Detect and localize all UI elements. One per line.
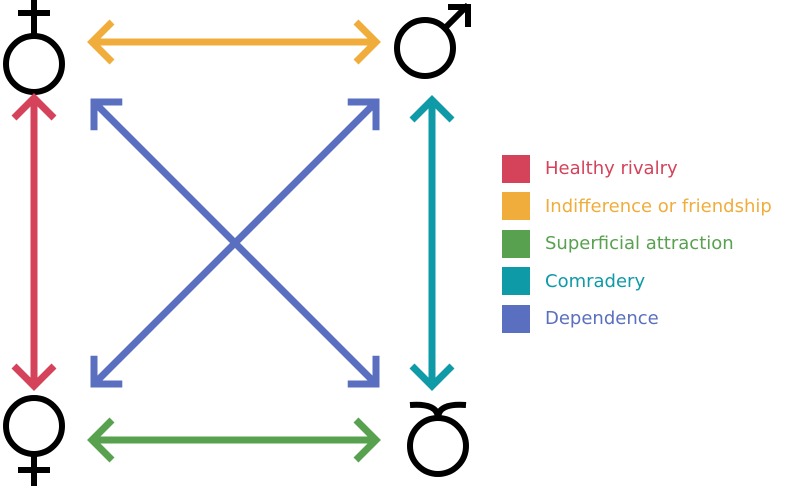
rivalry-arrow <box>11 93 57 391</box>
arrowhead-icon <box>87 417 115 463</box>
legend-item-friendship: Indifference or friendship <box>502 188 772 226</box>
arrowhead-icon <box>87 19 115 65</box>
arrowhead-icon <box>11 93 57 121</box>
arrowhead-icon <box>409 363 455 391</box>
legend-swatch <box>502 192 530 221</box>
legend-label: Dependence <box>545 308 659 330</box>
arrowhead-icon <box>90 355 123 388</box>
attraction-arrow <box>87 417 381 463</box>
arrowhead-icon <box>353 417 381 463</box>
male-symbol-icon <box>394 2 471 79</box>
arrowhead-icon <box>11 363 57 391</box>
arrowhead-icon <box>90 98 123 131</box>
arrowhead-icon <box>353 19 381 65</box>
legend-item-attraction: Superficial attraction <box>502 225 772 263</box>
legend-item-rivalry: Healthy rivalry <box>502 150 772 188</box>
bottom-right-symbol-icon <box>407 401 469 477</box>
legend-item-dependence: Dependence <box>502 300 772 338</box>
arrowhead-icon <box>409 95 455 123</box>
arrowhead-icon <box>347 98 380 131</box>
legend-label: Indifference or friendship <box>545 195 772 217</box>
arrowhead-icon <box>347 355 380 388</box>
top-left-symbol-icon <box>3 0 65 95</box>
legend-label: Healthy rivalry <box>545 158 678 180</box>
legend-swatch <box>502 267 530 296</box>
female-symbol-icon <box>3 395 65 486</box>
legend-label: Superficial attraction <box>545 233 734 255</box>
legend-swatch <box>502 304 530 333</box>
comradery-arrow <box>409 95 455 391</box>
friendship-arrow <box>87 19 381 65</box>
legend-swatch <box>502 229 530 258</box>
legend-swatch <box>502 154 530 183</box>
legend: Healthy rivalry Indifference or friendsh… <box>502 150 772 338</box>
legend-item-comradery: Comradery <box>502 263 772 301</box>
legend-label: Comradery <box>545 270 646 292</box>
dependence-arrow <box>90 98 380 388</box>
